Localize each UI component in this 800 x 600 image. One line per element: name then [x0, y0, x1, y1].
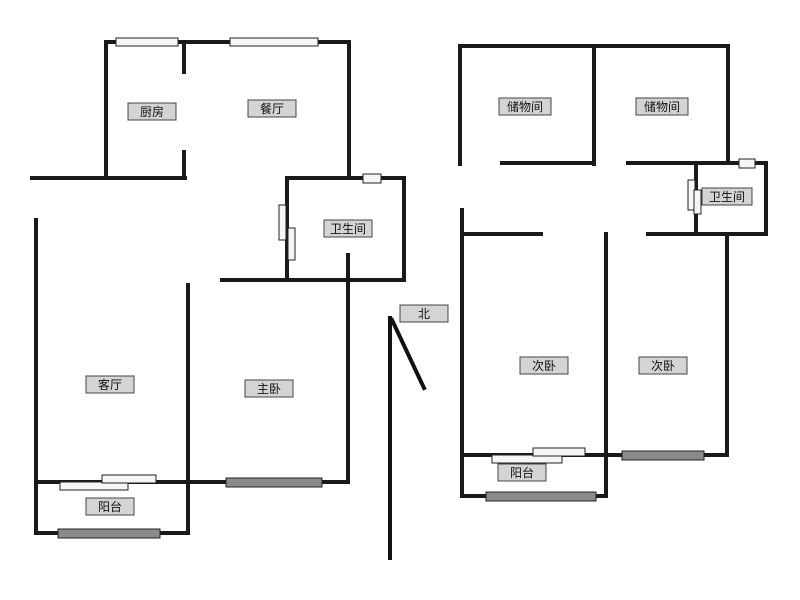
- dining-window: [229, 37, 319, 47]
- room-label-bath-right: 卫生间: [701, 187, 753, 206]
- balcony-right-door-leaf-1: [491, 454, 563, 464]
- room-name-second-bedroom-2: 次卧: [651, 359, 675, 373]
- room-label-bath-left: 卫生间: [323, 219, 373, 238]
- bath-door-leaf-1: [278, 204, 287, 241]
- balcony-door-leaf-1: [59, 481, 129, 491]
- bath-vent: [362, 173, 382, 184]
- north-arrow-tick: [389, 317, 427, 391]
- room-name-balcony-right: 阳台: [510, 465, 534, 480]
- kitchen-window: [115, 37, 179, 47]
- balcony-right-door-leaf-2: [532, 447, 586, 457]
- room-name-second-bedroom-1: 次卧: [532, 359, 556, 373]
- room-label-second-bedroom-1: 次卧: [519, 356, 569, 375]
- room-label-balcony-right: 阳台: [497, 463, 547, 482]
- balcony-right-window: [485, 491, 597, 502]
- room-label-second-bedroom-2: 次卧: [638, 356, 688, 375]
- bath-door-leaf-2: [287, 227, 296, 261]
- room-name-dining: 餐厅: [260, 101, 284, 116]
- bath-right-vent: [738, 158, 756, 169]
- room-name-bath-right: 卫生间: [709, 190, 745, 204]
- north-indicator: 北: [388, 304, 449, 560]
- room-name-storage-2: 储物间: [644, 99, 680, 114]
- second-bedroom-window: [621, 450, 705, 461]
- room-label-balcony-left: 阳台: [85, 497, 135, 516]
- bath-right-door-leaf-2: [693, 189, 702, 215]
- master-bedroom-window: [225, 477, 323, 488]
- room-label-living: 客厅: [85, 375, 135, 394]
- room-name-kitchen: 厨房: [140, 104, 164, 119]
- north-label: 北: [418, 307, 430, 321]
- room-name-living: 客厅: [98, 377, 122, 392]
- balcony-window: [57, 528, 161, 539]
- room-name-balcony-left: 阳台: [98, 499, 122, 514]
- room-label-storage-1: 储物间: [498, 97, 552, 116]
- right-unit-windows: [485, 158, 756, 502]
- left-unit-walls: [30, 40, 406, 535]
- room-name-master-bedroom: 主卧: [257, 382, 281, 396]
- left-unit-windows: [57, 37, 382, 539]
- room-label-kitchen: 厨房: [127, 102, 177, 121]
- room-label-master-bedroom: 主卧: [244, 379, 294, 398]
- north-label-box: [399, 304, 449, 323]
- room-name-storage-1: 储物间: [507, 99, 543, 114]
- room-name-bath-left: 卫生间: [330, 222, 366, 236]
- room-label-storage-2: 储物间: [635, 97, 689, 116]
- room-label-dining: 餐厅: [247, 99, 297, 118]
- balcony-door-leaf-2: [101, 474, 157, 484]
